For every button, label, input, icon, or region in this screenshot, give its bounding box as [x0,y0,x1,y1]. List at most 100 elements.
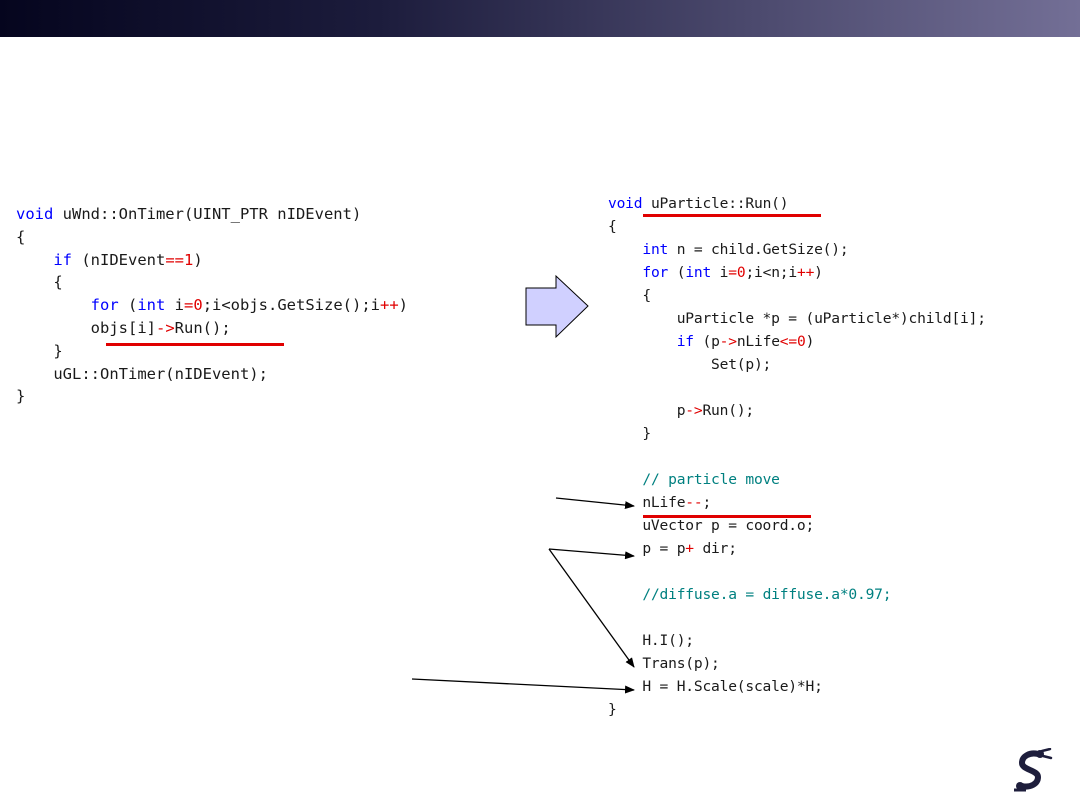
code-block-particle-run: void uParticle::Run(){ int n = child.Get… [608,192,986,721]
code-token: -> [155,318,175,337]
code-token: ) [805,333,815,350]
code-token: nLife [608,494,686,511]
code-line: uGL::OnTimer(nIDEvent); [16,363,408,386]
code-token: ;i<objs.GetSize();i [202,296,380,315]
code-token: } [608,425,651,442]
code-token: + [685,540,694,557]
code-line: Set(p); [608,353,986,376]
code-line: } [608,422,986,445]
code-token: i [165,296,184,315]
arrow-to-nlife [555,497,635,510]
code-line: for (int i=0;i<n;i++) [608,261,986,284]
code-token: void [16,205,54,223]
code-token: -> [719,333,737,350]
right-block-arrow-icon [525,274,589,339]
code-token: H = H.Scale(scale)*H; [608,678,823,695]
code-token: dir; [693,540,737,557]
code-line: Trans(p); [608,652,986,675]
code-token: for [642,264,669,281]
code-line: { [608,215,986,238]
code-token: Trans(p); [608,655,720,672]
underline-particle-run [643,214,821,217]
code-token: ( [668,264,686,281]
code-line: if (p->nLife<=0) [608,330,986,353]
code-token: ) [814,264,823,281]
code-token: 0 [796,333,806,350]
code-token: { [608,218,617,235]
code-token: uWnd::OnTimer(UINT_PTR nIDEvent) [53,205,362,223]
code-line: void uWnd::OnTimer(UINT_PTR nIDEvent) [16,203,408,226]
code-line: } [16,385,408,408]
code-token: ( [118,296,138,315]
code-token: ++ [796,264,815,281]
code-token: ) [398,296,409,315]
code-token: } [16,387,26,406]
code-line: nLife--; [608,491,986,514]
code-token: (p [693,333,720,350]
code-line: p = p+ dir; [608,537,986,560]
code-token: = [184,296,194,315]
underline-objs-run [106,343,284,346]
code-line: //diffuse.a = diffuse.a*0.97; [608,583,986,606]
code-token: uParticle *p = (uParticle*)child[i]; [608,310,986,327]
code-token: } [608,701,617,718]
code-token: (nIDEvent [72,250,166,269]
code-token: p = p [608,540,686,557]
code-token: <= [779,333,797,350]
code-token: -- [685,494,703,511]
code-token: ;i<n;i [745,264,797,281]
code-token: i [711,264,729,281]
robot-arm-logo-icon [1014,748,1053,792]
code-line: uParticle *p = (uParticle*)child[i]; [608,307,986,330]
code-token: { [608,287,651,304]
code-token: { [16,273,63,292]
code-line: } [608,698,986,721]
slide-header-bar [0,0,1080,37]
code-token: Run(); [174,318,231,337]
code-token: 0 [193,296,203,315]
code-line: int n = child.GetSize(); [608,238,986,261]
code-token: ) [193,250,203,269]
code-token: int [685,264,712,281]
code-token: p [608,402,686,419]
code-token: ; [702,494,712,511]
code-line: // particle move [608,468,986,491]
code-token: int [642,241,669,258]
code-token: uParticle::Run() [642,195,789,212]
code-token: // particle move [642,471,780,488]
code-token: 1 [184,250,194,269]
code-line: } [16,340,408,363]
code-token: == [165,250,184,269]
code-line: { [608,284,986,307]
code-token: void [608,195,643,212]
code-line: objs[i]->Run(); [16,317,408,340]
code-token: objs[i] [16,318,156,337]
code-block-on-timer: void uWnd::OnTimer(UINT_PTR nIDEvent){ i… [16,203,408,408]
code-token: { [16,227,26,246]
code-line: for (int i=0;i<objs.GetSize();i++) [16,294,408,317]
code-line: H = H.Scale(scale)*H; [608,675,986,698]
code-token: uVector p = coord.o; [608,517,815,534]
code-token: -> [685,402,703,419]
code-line: if (nIDEvent==1) [16,249,408,272]
code-token: int [137,296,166,315]
code-token: = [728,264,737,281]
code-token: if [53,250,72,269]
code-line: H.I(); [608,629,986,652]
code-token: if [676,333,694,350]
code-token: Run(); [702,402,754,419]
code-line: { [16,271,408,294]
code-token: 0 [736,264,746,281]
code-line: void uParticle::Run() [608,192,986,215]
underline-nlife [643,515,811,518]
code-token: H.I(); [608,632,694,649]
code-line: uVector p = coord.o; [608,514,986,537]
code-token: nLife [736,333,780,350]
code-token: n = child.GetSize(); [668,241,849,258]
code-token: Set(p); [608,356,772,373]
code-token: ++ [380,296,399,315]
code-line: { [16,226,408,249]
code-line: p->Run(); [608,399,986,422]
arrow-to-scale [411,678,635,694]
